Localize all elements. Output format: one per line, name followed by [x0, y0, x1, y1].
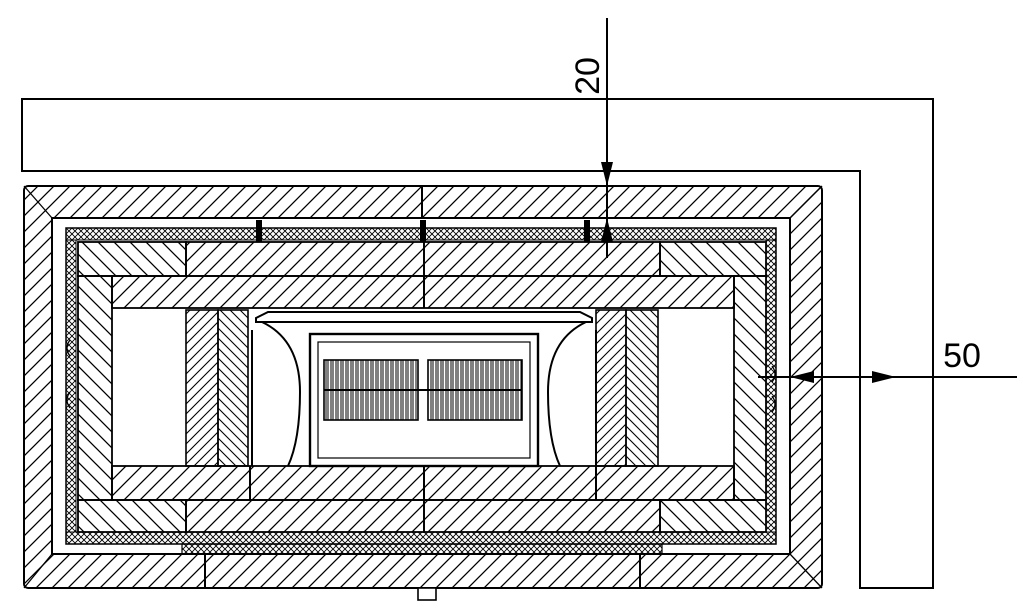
bottom-plates: [77, 465, 767, 533]
outer-frame: [21, 98, 934, 589]
side-walls: [66, 275, 776, 501]
dimension-side: 50: [758, 337, 1017, 383]
dimension-top-label: 20: [569, 57, 607, 95]
base-strip: [181, 543, 663, 601]
dimension-top: 20: [569, 18, 613, 258]
top-plates: [77, 241, 767, 309]
dimension-side-label: 50: [943, 337, 981, 375]
central-housing: [251, 311, 597, 468]
inner-posts: [185, 309, 659, 467]
